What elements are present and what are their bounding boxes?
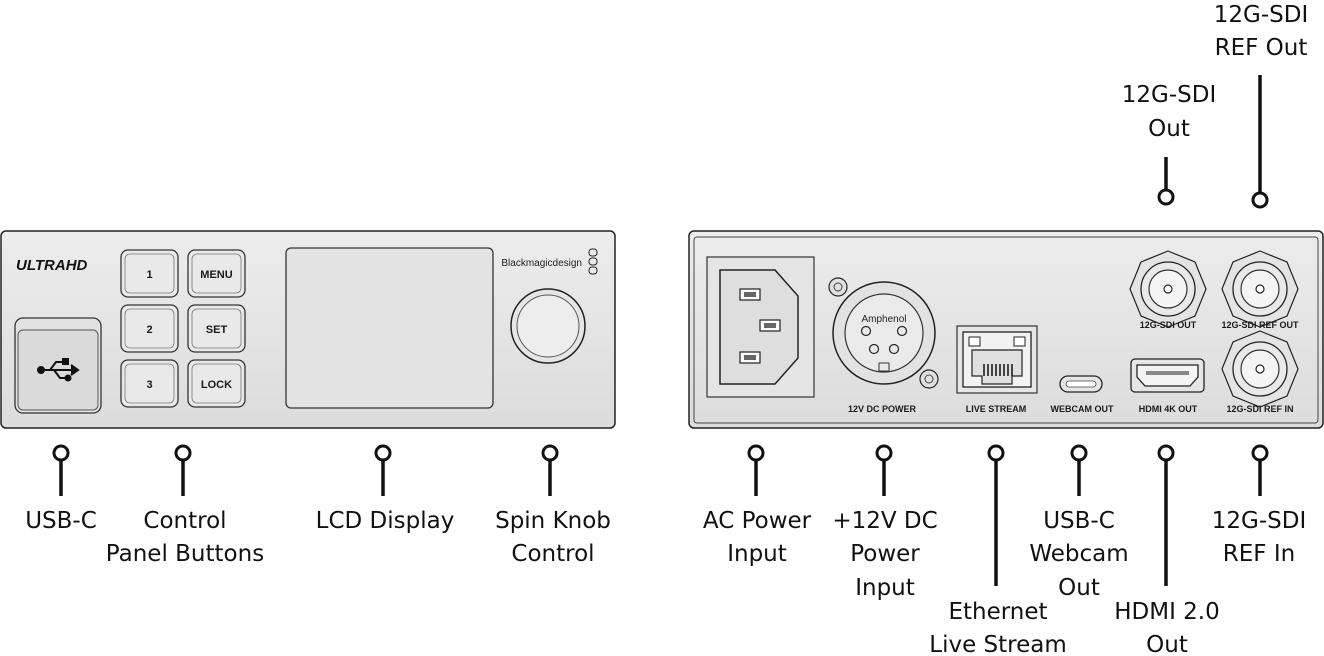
button-set-label: SET (206, 324, 228, 336)
button-2-label: 2 (146, 324, 152, 336)
hdmi-port (1130, 358, 1205, 393)
usb-icon (37, 358, 80, 382)
lcd-display (285, 247, 494, 409)
callout-hdmi-line1: HDMI 2.0 (1114, 599, 1220, 625)
front-panel: ULTRAHD 1 MENU 2 (0, 230, 616, 429)
hdmi-out-port-label: HDMI 4K OUT (1139, 404, 1198, 414)
button-2[interactable] (120, 304, 179, 353)
usb-c-port (14, 317, 102, 414)
callout-usb-c-webcam-line2: Webcam (1029, 541, 1128, 567)
callout-sdi-ref-out-line1: 12G-SDI (1214, 2, 1308, 28)
callout-control-buttons-line1: Control (143, 508, 226, 534)
button-lock[interactable] (187, 359, 246, 408)
ultrahd-logo: ULTRAHD (16, 257, 88, 274)
button-1-label: 1 (146, 269, 152, 281)
brand-text: Blackmagicdesign (501, 258, 582, 269)
brand-logo-icon (588, 248, 598, 275)
sdi-ref-in-connector (1221, 330, 1299, 408)
callout-sdi-ref-in-line2: REF In (1223, 541, 1295, 567)
rear-panel: Amphenol 12V DC POWER (688, 230, 1324, 429)
amphenol-brand-text: Amphenol (861, 314, 906, 325)
xlr-dc-power-connector: Amphenol (828, 277, 939, 389)
callout-sdi-out-line2: Out (1148, 116, 1190, 142)
webcam-out-port-label: WEBCAM OUT (1051, 404, 1114, 414)
sdi-ref-out-port-label: 12G-SDI REF OUT (1221, 320, 1299, 330)
callout-spin-knob-line2: Control (511, 541, 594, 567)
dc-power-port-label: 12V DC POWER (848, 404, 917, 414)
ethernet-port (956, 325, 1038, 394)
callout-usb-c-line1: USB-C (25, 508, 97, 534)
callout-leaders (52, 75, 1269, 586)
callout-dc-power-line1: +12V DC (832, 508, 937, 534)
button-3[interactable] (120, 359, 179, 408)
callout-labels: USB-C Control Panel Buttons LCD Display … (25, 2, 1308, 656)
callout-sdi-out-line1: 12G-SDI (1122, 82, 1216, 108)
sdi-out-connector (1129, 250, 1207, 328)
callout-sdi-ref-in-line1: 12G-SDI (1212, 508, 1306, 534)
button-1[interactable] (120, 249, 179, 298)
callout-dc-power-line2: Power (850, 541, 920, 567)
sdi-ref-in-port-label: 12G-SDI REF IN (1226, 404, 1293, 414)
ac-power-inlet (706, 256, 815, 398)
callout-hdmi-line2: Out (1146, 632, 1188, 656)
button-3-label: 3 (146, 379, 152, 391)
callout-ac-power-line1: AC Power (703, 508, 812, 534)
callout-dc-power-line3: Input (855, 575, 915, 601)
control-panel-buttons: 1 MENU 2 SET 3 LOCK (120, 249, 246, 408)
sdi-out-port-label: 12G-SDI OUT (1140, 320, 1197, 330)
callout-lcd-display-line1: LCD Display (316, 508, 455, 534)
callout-ethernet-line1: Ethernet (948, 599, 1047, 625)
callout-ethernet-line2: Live Stream (929, 632, 1067, 656)
button-menu[interactable] (187, 249, 246, 298)
callout-usb-c-webcam-line3: Out (1058, 575, 1100, 601)
spin-knob[interactable] (510, 288, 586, 364)
callout-spin-knob-line1: Spin Knob (495, 508, 611, 534)
sdi-ref-out-connector (1221, 250, 1299, 328)
callout-control-buttons-line2: Panel Buttons (106, 541, 264, 567)
callout-ac-power-line2: Input (727, 541, 787, 567)
usb-c-webcam-port (1059, 375, 1103, 393)
callout-usb-c-webcam-line1: USB-C (1043, 508, 1115, 534)
button-set[interactable] (187, 304, 246, 353)
button-lock-label: LOCK (201, 379, 232, 391)
live-stream-port-label: LIVE STREAM (966, 404, 1027, 414)
callout-sdi-ref-out-line2: REF Out (1215, 35, 1308, 61)
button-menu-label: MENU (200, 269, 232, 281)
